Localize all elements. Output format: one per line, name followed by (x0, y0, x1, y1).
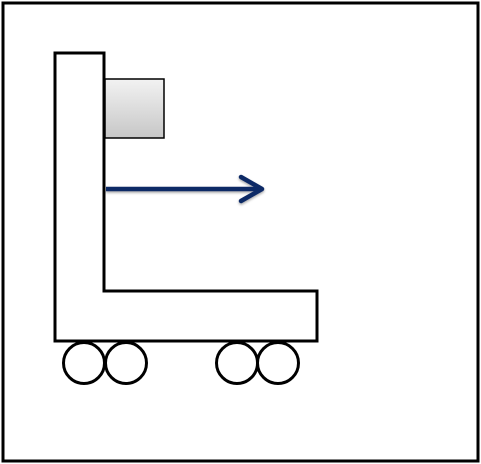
force-arrow (106, 174, 265, 204)
block (104, 78, 165, 139)
cart-body (53, 51, 319, 343)
wheels (62, 341, 300, 385)
wheel (256, 341, 300, 385)
wheel (104, 341, 148, 385)
arrow-head (238, 174, 265, 204)
wheel (62, 341, 106, 385)
wheel (215, 341, 259, 385)
